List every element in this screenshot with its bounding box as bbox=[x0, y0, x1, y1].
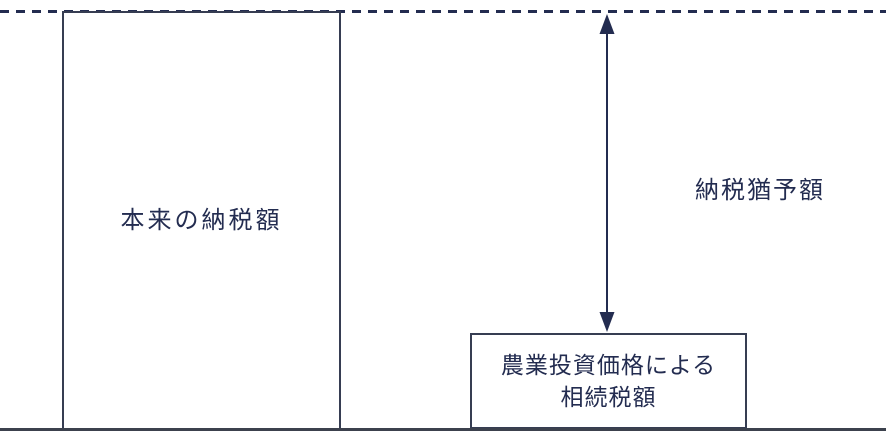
diagram-baseline bbox=[0, 428, 886, 431]
agri-price-tax-label-line1: 農業投資価格による bbox=[500, 352, 717, 378]
deferral-amount-label: 納税猶予額 bbox=[695, 177, 825, 204]
original-tax-level-dashed-line bbox=[0, 10, 886, 13]
agri-price-inheritance-tax-box: 農業投資価格による 相続税額 bbox=[470, 333, 747, 429]
deferral-amount-double-arrow-icon bbox=[598, 13, 616, 333]
original-tax-amount-label: 本来の納税額 bbox=[120, 206, 283, 234]
original-tax-amount-box: 本来の納税額 bbox=[62, 11, 341, 430]
agri-price-tax-label-line2: 相続税額 bbox=[560, 384, 657, 410]
